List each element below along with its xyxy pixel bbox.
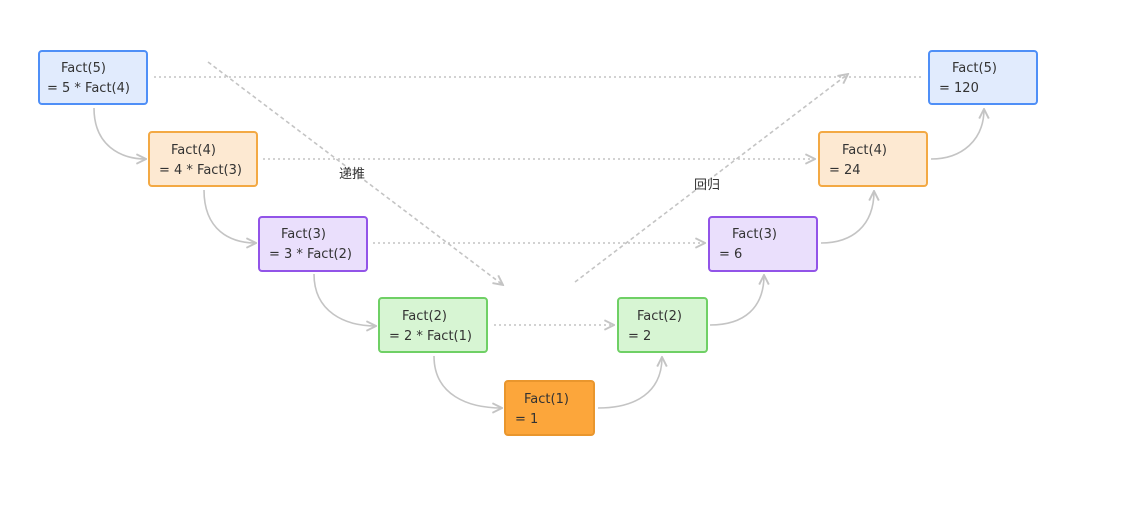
node-title: Fact(3): [281, 227, 326, 242]
node-base-fact1: Fact(1) = 1: [504, 380, 595, 436]
curve-fact4-to-fact3: [203, 189, 256, 243]
node-backtrack-fact2: Fact(2) = 2: [617, 297, 708, 353]
node-title: Fact(2): [637, 309, 682, 324]
curve-fact2-to-fact3: [709, 275, 764, 326]
node-backtrack-fact3: Fact(3) = 6: [708, 216, 818, 272]
recursion-diagonal-arrow: [207, 61, 503, 285]
node-backtrack-fact5: Fact(5) = 120: [928, 50, 1038, 105]
curve-fact1-to-fact2: [597, 357, 662, 409]
node-expression: = 120: [939, 81, 979, 96]
backtrack-label: 回归: [694, 178, 721, 193]
node-expression: = 2: [628, 329, 652, 344]
node-title: Fact(3): [732, 227, 777, 242]
node-title: Fact(4): [842, 143, 887, 158]
backtrack-diagonal-arrow: [574, 74, 848, 283]
node-expression: = 6: [719, 247, 743, 262]
node-expression: = 3 * Fact(2): [269, 247, 352, 262]
curve-fact3-to-fact4: [820, 191, 874, 244]
curve-fact4-to-fact5: [930, 109, 984, 160]
node-title: Fact(5): [952, 61, 997, 76]
node-recursion-fact4: Fact(4) = 4 * Fact(3): [148, 131, 258, 187]
node-expression: = 4 * Fact(3): [159, 163, 242, 178]
node-title: Fact(2): [402, 309, 447, 324]
node-expression: = 1: [515, 412, 539, 427]
node-recursion-fact5: Fact(5) = 5 * Fact(4): [38, 50, 148, 105]
recursion-label: 递推: [339, 167, 366, 182]
node-title: Fact(5): [61, 61, 106, 76]
node-recursion-fact3: Fact(3) = 3 * Fact(2): [258, 216, 368, 272]
node-expression: = 24: [829, 163, 861, 178]
node-backtrack-fact4: Fact(4) = 24: [818, 131, 928, 187]
curve-fact3-to-fact2: [313, 273, 376, 326]
node-title: Fact(1): [524, 392, 569, 407]
curve-fact2-to-fact1: [433, 355, 502, 408]
curve-fact5-to-fact4: [93, 107, 146, 159]
node-title: Fact(4): [171, 143, 216, 158]
node-expression: = 2 * Fact(1): [389, 329, 472, 344]
node-expression: = 5 * Fact(4): [47, 81, 130, 96]
node-recursion-fact2: Fact(2) = 2 * Fact(1): [378, 297, 488, 353]
